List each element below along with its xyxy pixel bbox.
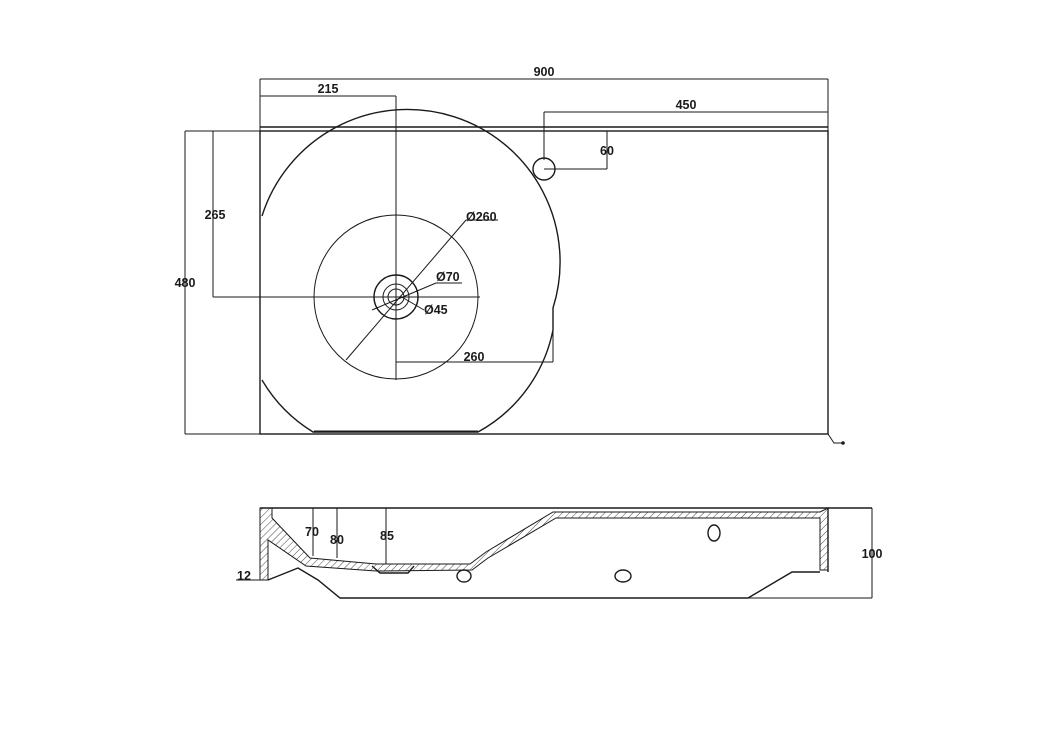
bowl-arc [261,108,561,433]
dim-450: 450 [676,98,697,112]
underside-outline [267,567,820,599]
top-view: 900 215 450 60 265 480 Ø260 Ø70 Ø45 [175,65,845,445]
dim-900: 900 [534,65,555,79]
dim-80: 80 [330,533,344,547]
dim-diameter-45: Ø45 [424,303,448,317]
dim-diameter-260: Ø260 [466,210,497,224]
side-view: 70 80 85 100 12 [236,507,883,599]
dim-diameter-70: Ø70 [436,270,460,284]
dim-265: 265 [205,208,226,222]
side-hole-2 [614,569,632,583]
dim-85: 85 [380,529,394,543]
dim-100: 100 [862,547,883,561]
basin-outline [259,130,829,435]
corner-mark [827,433,843,444]
left-wall-section [259,507,829,581]
dim-480: 480 [175,276,196,290]
dim-60: 60 [600,144,614,158]
dim-215: 215 [318,82,339,96]
dim-260: 260 [464,350,485,364]
dim-12: 12 [237,569,251,583]
side-hole-1 [456,569,472,583]
corner-dot [841,441,845,445]
side-hole-3 [707,524,721,542]
dim-70: 70 [305,525,319,539]
